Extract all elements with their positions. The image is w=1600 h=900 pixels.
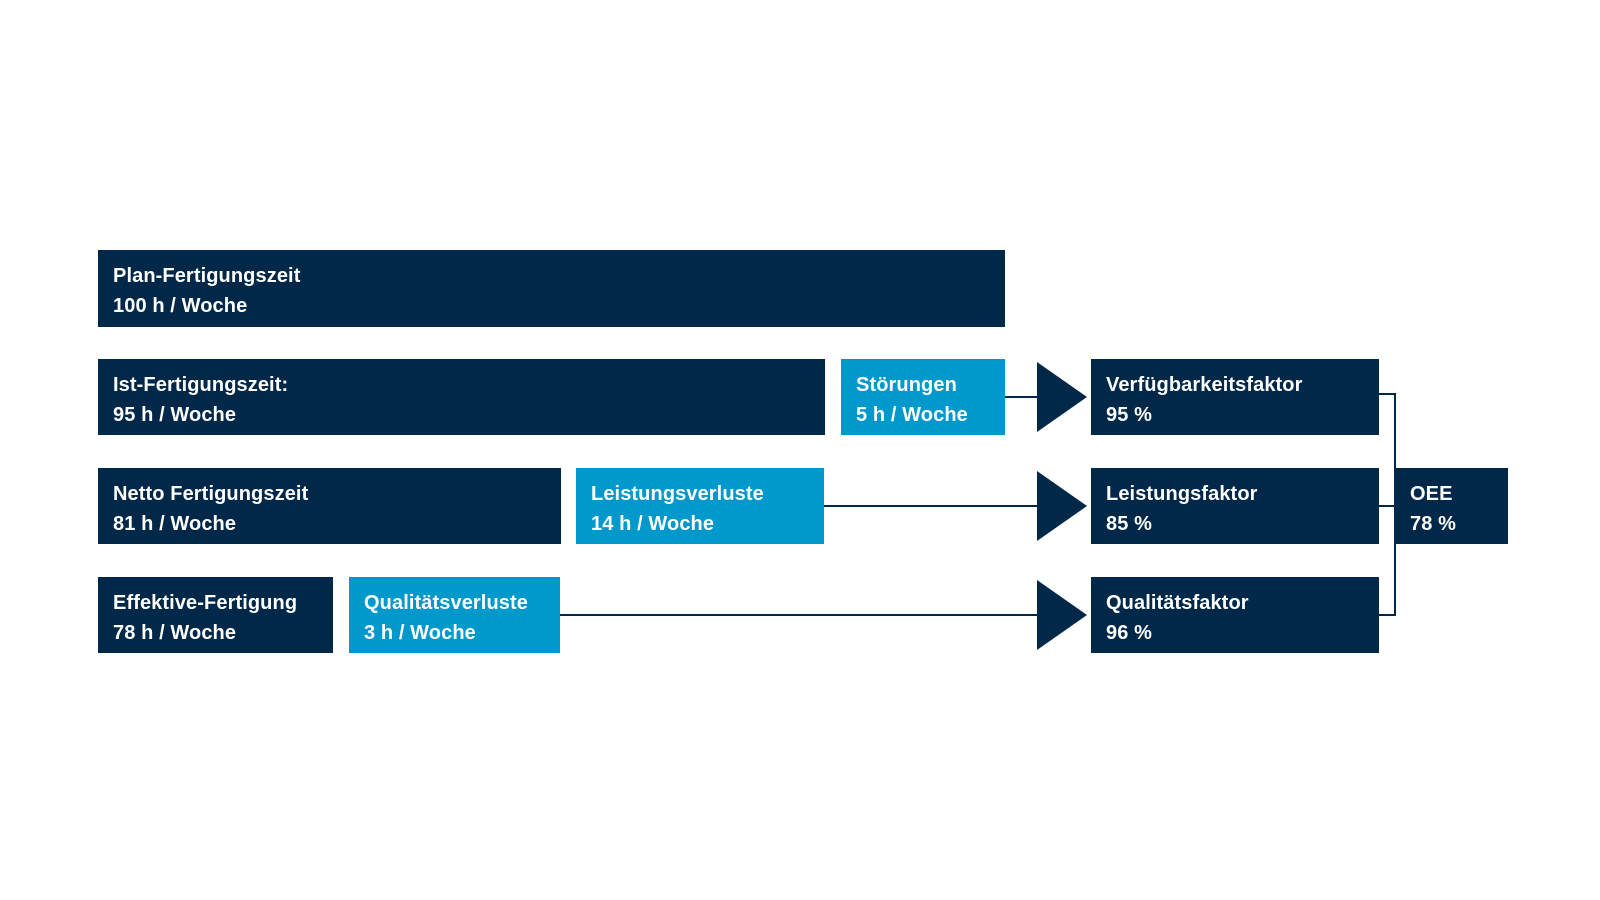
factor-bracket: [1379, 393, 1396, 616]
leistungsverluste-value: 14 h / Woche: [591, 513, 715, 535]
arrow-qualitaet-icon: [1037, 580, 1087, 650]
ist-value: 95 h / Woche: [113, 404, 237, 426]
qualitaetsfaktor-box: Qualitätsfaktor 96 %: [1091, 577, 1379, 653]
stoerungen-value: 5 h / Woche: [856, 404, 968, 426]
plan-title: Plan-Fertigungszeit: [113, 265, 301, 287]
qualitaet-value: 96 %: [1106, 622, 1152, 644]
netto-value: 81 h / Woche: [113, 513, 237, 535]
qualitaet-title: Qualitätsfaktor: [1106, 592, 1249, 614]
netto-title: Netto Fertigungszeit: [113, 483, 309, 505]
verfuegbarkeit-value: 95 %: [1106, 404, 1152, 426]
arrow-verfuegbarkeit-icon: [1037, 362, 1087, 432]
effektiv-title: Effektive-Fertigung: [113, 592, 298, 614]
oee-result-box: OEE 78 %: [1395, 468, 1508, 544]
ist-title: Ist-Fertigungszeit:: [113, 374, 289, 396]
leistungsverluste-box: Leistungsverluste 14 h / Woche: [576, 468, 824, 544]
leistung-title: Leistungsfaktor: [1106, 483, 1258, 505]
oee-title: OEE: [1410, 483, 1453, 505]
qualitaetsverluste-value: 3 h / Woche: [364, 622, 476, 644]
leistungsfaktor-box: Leistungsfaktor 85 %: [1091, 468, 1379, 544]
plan-value: 100 h / Woche: [113, 295, 248, 317]
ist-fertigungszeit-box: Ist-Fertigungszeit: 95 h / Woche: [98, 359, 825, 435]
qualitaetsverluste-box: Qualitätsverluste 3 h / Woche: [349, 577, 560, 653]
netto-fertigungszeit-box: Netto Fertigungszeit 81 h / Woche: [98, 468, 561, 544]
arrow-leistung-icon: [1037, 471, 1087, 541]
oee-value: 78 %: [1410, 513, 1456, 535]
qualitaetsverluste-title: Qualitätsverluste: [364, 592, 528, 614]
effektive-fertigung-box: Effektive-Fertigung 78 h / Woche: [98, 577, 333, 653]
verfuegbarkeitsfaktor-box: Verfügbarkeitsfaktor 95 %: [1091, 359, 1379, 435]
plan-fertigungszeit-box: Plan-Fertigungszeit 100 h / Woche: [98, 250, 1005, 327]
stoerungen-box: Störungen 5 h / Woche: [841, 359, 1005, 435]
verfuegbarkeit-title: Verfügbarkeitsfaktor: [1106, 374, 1303, 396]
leistung-value: 85 %: [1106, 513, 1152, 535]
leistungsverluste-title: Leistungsverluste: [591, 483, 764, 505]
effektiv-value: 78 h / Woche: [113, 622, 237, 644]
stoerungen-title: Störungen: [856, 374, 957, 396]
